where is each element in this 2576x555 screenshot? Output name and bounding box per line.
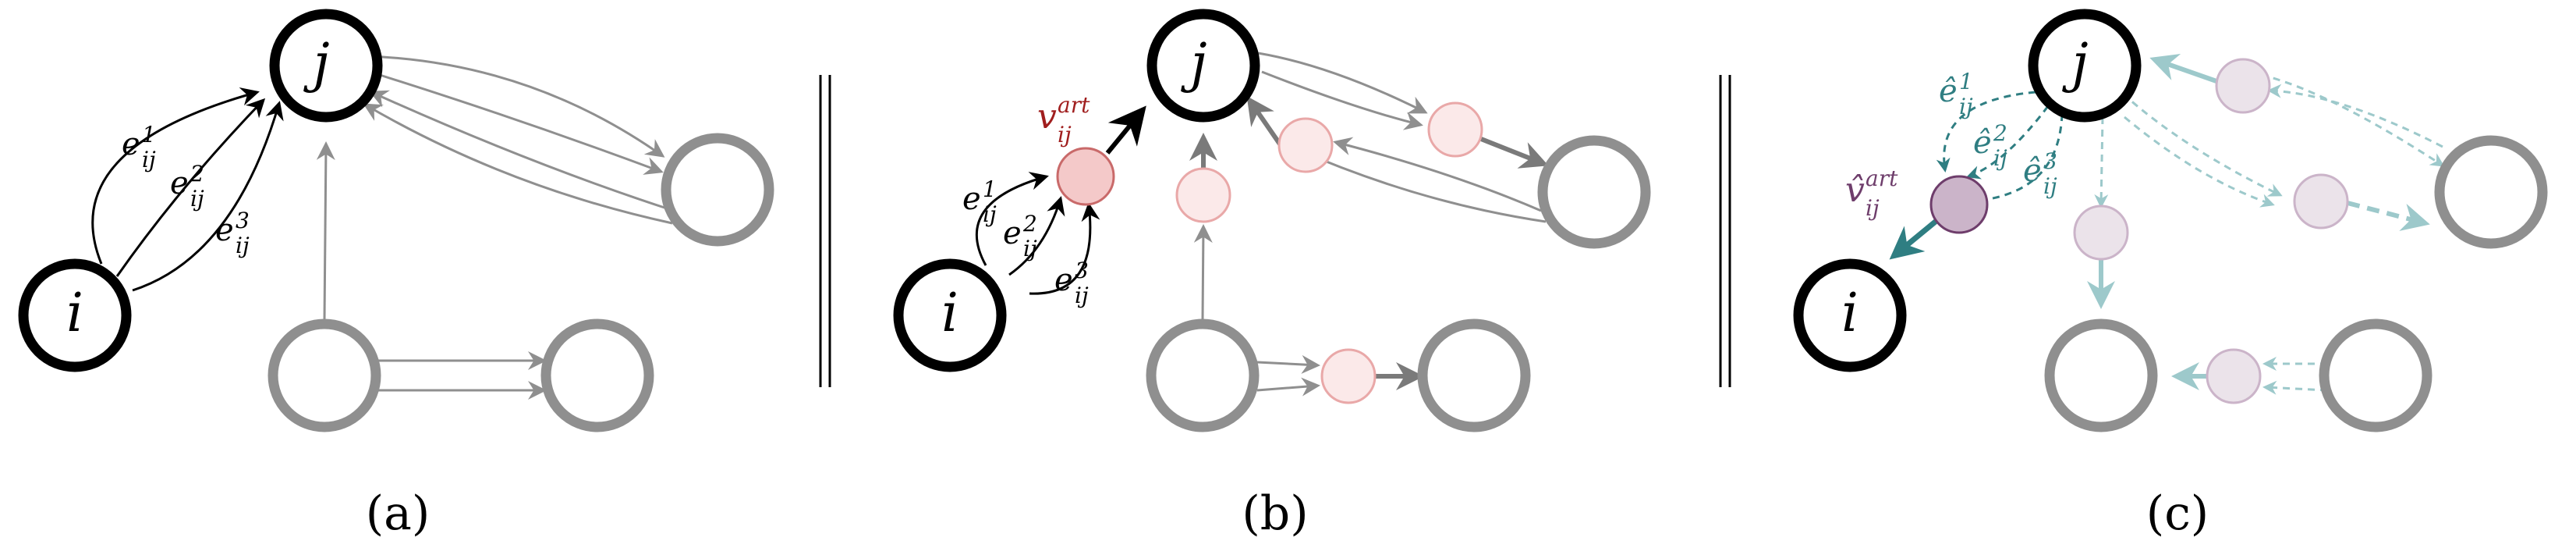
panel-b-node-gray-bottom-right [1417,318,1531,432]
panel-b-edge-label-2-sub: ij [1023,236,1037,261]
panel-b-node-i-label: i [941,283,958,344]
panel-a-edge-label-3-base: e [215,212,234,248]
panel-c-edge-label-3-sup: 3 [2043,148,2057,174]
panel-a-node-gray-bottom-left [268,318,381,432]
panel-c-art-to-i-edge [1889,218,1940,260]
panel-b-edge-label-2-base: e [1003,215,1022,251]
panel-c-art-node-label-base: v̂ [1845,170,1865,210]
panel-a-edge-label-3-sub: ij [236,233,250,258]
panel-a-multi-edges [91,87,284,292]
panel-a-edge-label-2-base: e [170,165,189,201]
panel-c-art-node-light-2 [2293,173,2349,229]
panel-c-light-thick-edges [2087,53,2217,390]
panel-b-art-node [1056,147,1115,206]
panel-b-node-j [1146,9,1260,123]
panel-c-edge-label-2: ê 2 ij [1973,120,2007,171]
panel-a-node-gray-right [661,133,774,247]
panel-c-node-gray-right [2434,135,2548,249]
panel-b-art-node-label: v art ij [1037,92,1090,148]
panel-c-art-node-label: v̂ art ij [1845,165,1898,221]
panel-a-edge-label-1-sup: 1 [142,122,156,148]
panel-b-art-node-label-sub: ij [1058,122,1072,148]
panel-b-edge-label-1: e 1 ij [962,176,997,227]
panel-c-art-node-light-3 [2073,205,2129,261]
panel-c-edge-label-2-sup: 2 [1993,120,2007,146]
panel-b-node-gray-right [1537,135,1651,249]
panel-c-edge-label-1-sup: 1 [1959,69,1973,94]
panel-c-light-dashed-edges [2094,69,2445,395]
panel-c-art-node-light-4 [2206,348,2262,404]
panel-c-edge-label-1: ê 1 ij [1939,69,1973,119]
panel-a-node-i-label: i [66,283,83,344]
panel-b-edge-label-2: e 2 ij [1003,211,1037,261]
panel-c-edge-label-1-sub: ij [1959,94,1973,119]
panel-c-edge-label-3-sub: ij [2043,173,2057,199]
panel-a-edge-label-1-sub: ij [142,147,156,173]
panel-b-edge-label-1-sub: ij [983,201,997,227]
panel-c-node-gray-bottom-left [2044,318,2158,432]
panel-b-edge-label-3-base: e [1054,262,1073,298]
panel-a-edge-label-1: e 1 ij [122,122,156,173]
panel-c-edge-label-3-base: ê [2023,153,2042,189]
panel-b-thick-edges [1189,96,1549,390]
panel-b-art-to-j-edge [1105,105,1146,155]
panel-a-node-i [18,258,132,372]
panel-c-art-node-label-sup: art [1866,165,1898,191]
panel-a-edge-label-2-sub: ij [190,186,204,212]
panel-a-edge-label-2-sup: 2 [190,161,204,187]
panel-c-node-j [2028,9,2142,123]
panel-a-caption: (a) [366,486,431,541]
panel-c-edge-label-1-base: ê [1939,73,1958,109]
panel-a-node-j [269,9,383,123]
panel-b-art-node-label-base: v [1037,97,1057,137]
panel-a-edge-label-3: e 3 ij [215,208,250,258]
divider-ab [819,75,831,387]
panel-c-art-node-light-1 [2215,58,2271,114]
panel-b-edge-label-3-sup: 3 [1075,258,1089,283]
panel-b-edge-label-1-sup: 1 [983,176,997,202]
panel-c-edge-label-2-sub: ij [1993,145,2007,171]
panel-b-art-node-light-1 [1277,117,1334,173]
panel-b-art-node-label-sup: art [1058,92,1090,118]
panel-b-node-gray-bottom-left [1146,318,1260,432]
panel-b-multi-edges [975,172,1100,295]
panel-b-edge-label-2-sup: 2 [1022,211,1037,237]
panel-b-node-i [893,258,1007,372]
panel-c-caption: (c) [2146,486,2209,541]
panel-b-art-node-light-4 [1320,348,1377,404]
panel-a-node-gray-bottom-right [540,318,654,432]
panel-b-caption: (b) [1242,486,1308,541]
panel-b-art-node-light-2 [1427,101,1483,158]
panel-b-art-node-light-3 [1175,167,1231,223]
panel-c-node-i [1793,258,1907,372]
panel-a-edge-label-2: e 2 ij [170,161,204,212]
panel-c-edge-label-2-base: ê [1973,125,1992,161]
panel-b-edge-label-3-sub: ij [1075,283,1089,308]
panel-c-multi-edges [1936,91,2064,208]
panel-b: j i v art ij e 1 ij e 2 ij e 3 ij (b) [893,9,1651,541]
panel-a-gray-edges [316,55,673,400]
panel-c-node-i-label: i [1841,283,1858,344]
panel-c-art-node [1929,175,1989,234]
divider-bc [1719,75,1731,387]
panel-b-edge-label-3: e 3 ij [1054,258,1089,308]
panel-a: j i e 1 ij e 2 ij e 3 ij (a) [18,9,774,541]
panel-a-edge-label-3-sup: 3 [236,208,250,233]
panel-a-edge-label-1-base: e [122,126,140,162]
panel-c: j i v̂ art ij ê 1 ij ê 2 ij ê 3 ij (c) [1793,9,2548,541]
panel-b-edge-label-1-base: e [962,181,981,217]
panel-c-node-gray-bottom-right [2319,318,2432,432]
panel-c-edge-label-3: ê 3 ij [2023,148,2057,199]
panel-c-light-dashed-thick-edge [2347,201,2430,231]
panel-c-art-node-label-sub: ij [1866,195,1880,221]
